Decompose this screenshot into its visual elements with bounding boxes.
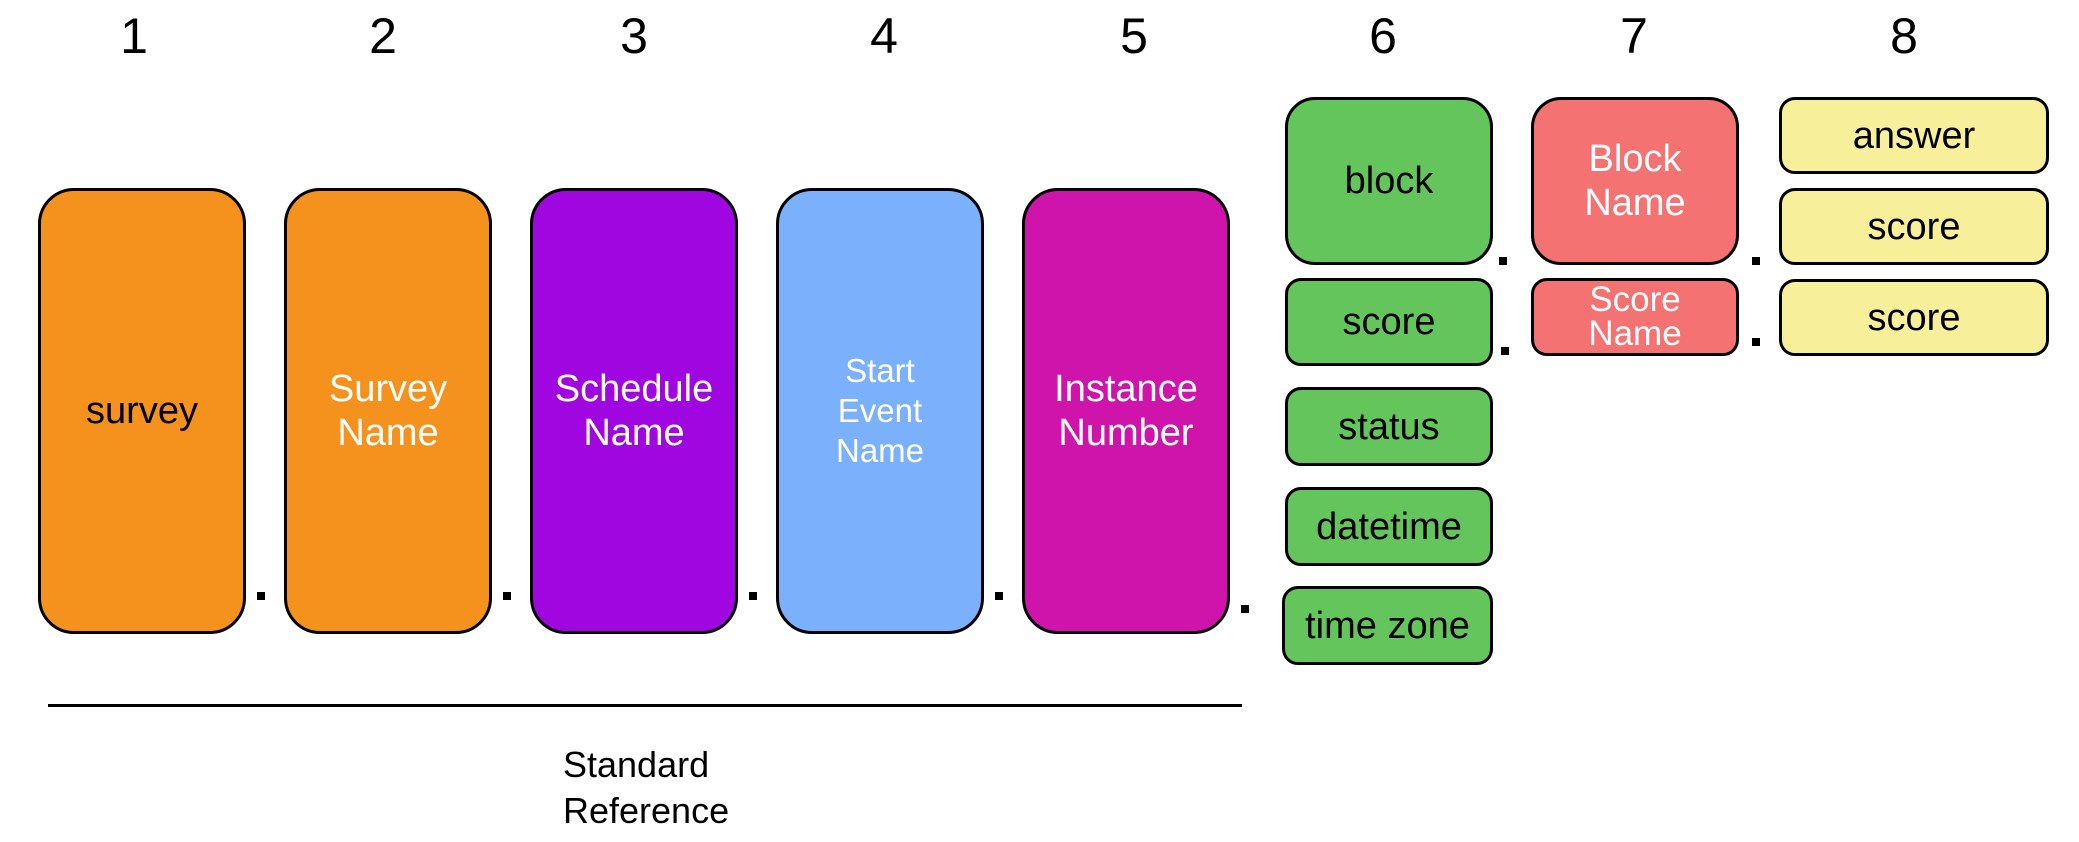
- column-number-5: 5: [1120, 8, 1148, 64]
- separator-dot: [257, 592, 265, 600]
- field-time-zone: time zone: [1282, 586, 1493, 665]
- separator-dot: [503, 592, 511, 600]
- separator-dot: [1752, 338, 1760, 346]
- field-score: score: [1779, 279, 2049, 356]
- segment-survey-name: Survey Name: [284, 188, 492, 634]
- separator-dot: [749, 592, 757, 600]
- segment-schedule-name: Schedule Name: [530, 188, 738, 634]
- separator-dot: [1499, 257, 1507, 265]
- column-number-7: 7: [1620, 8, 1648, 64]
- field-block-name: Block Name: [1531, 97, 1739, 265]
- field-block: block: [1285, 97, 1493, 265]
- standard-reference-line: [48, 704, 1242, 707]
- separator-dot: [1241, 605, 1249, 613]
- column-number-8: 8: [1890, 8, 1918, 64]
- field-datetime: datetime: [1285, 487, 1493, 566]
- column-number-2: 2: [369, 8, 397, 64]
- column-number-6: 6: [1369, 8, 1397, 64]
- separator-dot: [1752, 257, 1760, 265]
- separator-dot: [995, 592, 1003, 600]
- field-score-name: Score Name: [1531, 278, 1739, 356]
- segment-start-event-name: Start Event Name: [776, 188, 984, 634]
- column-number-1: 1: [120, 8, 148, 64]
- field-score: score: [1779, 188, 2049, 265]
- segment-instance-number: Instance Number: [1022, 188, 1230, 634]
- field-status: status: [1285, 387, 1493, 466]
- field-answer: answer: [1779, 97, 2049, 174]
- standard-reference-caption: Standard Reference: [563, 744, 730, 831]
- field-score: score: [1285, 278, 1493, 366]
- column-number-4: 4: [870, 8, 898, 64]
- segment-survey: survey: [38, 188, 246, 634]
- column-number-3: 3: [620, 8, 648, 64]
- separator-dot: [1501, 347, 1509, 355]
